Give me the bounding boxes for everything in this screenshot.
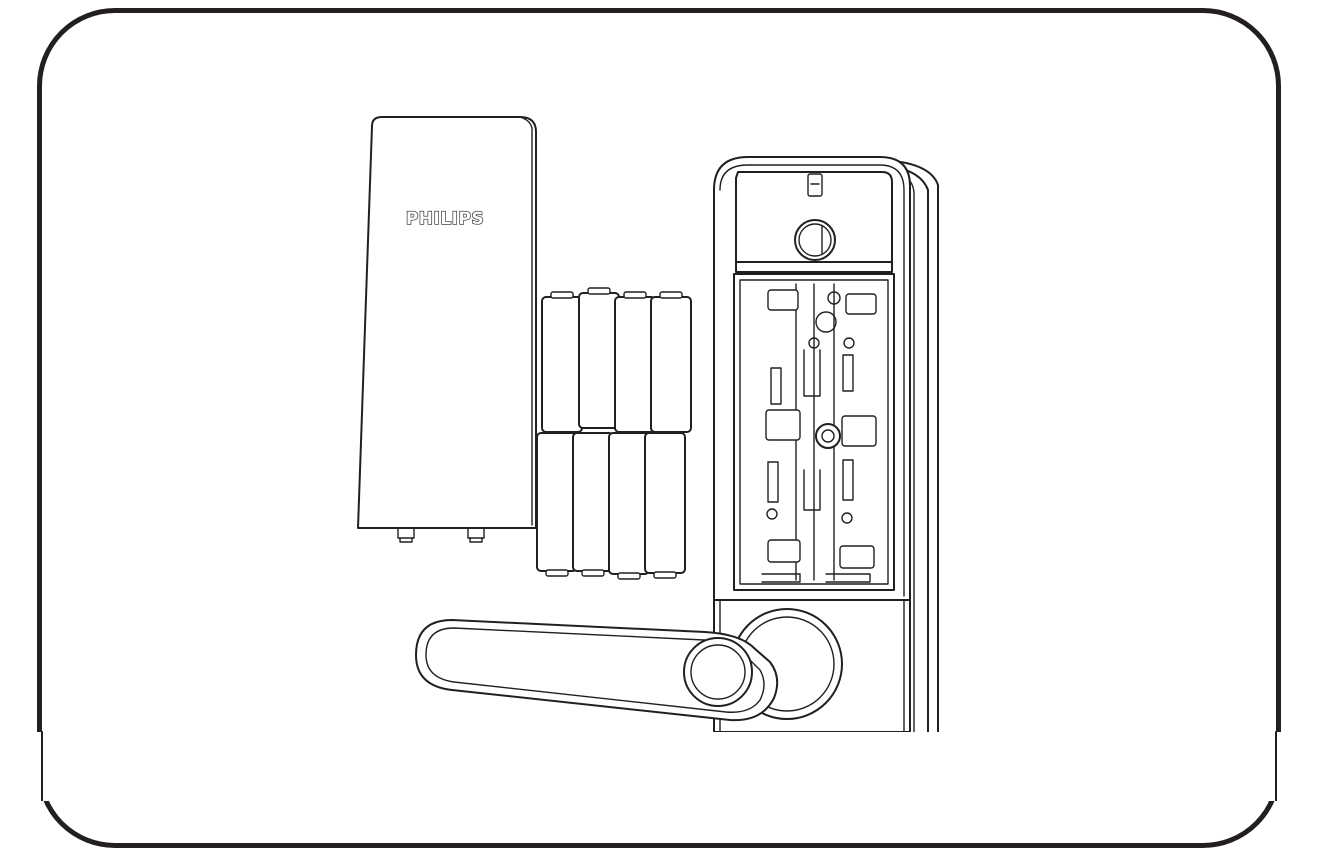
brand-logo: PHILIPS (406, 209, 484, 229)
battery (614, 291, 656, 433)
aa-batteries (536, 287, 692, 580)
battery-cover: PHILIPS (357, 116, 537, 543)
door-lever-handle (415, 619, 779, 722)
battery (536, 432, 578, 577)
battery-replacement-illustration: PHILIPS (0, 116, 1318, 801)
battery (541, 291, 583, 433)
battery-row-bottom (536, 432, 686, 580)
bottom-mask (0, 732, 1318, 801)
battery (578, 287, 620, 429)
door-lock-body (713, 156, 939, 733)
battery (650, 291, 692, 433)
battery (572, 432, 614, 577)
battery (644, 432, 686, 579)
battery-row-top (541, 287, 692, 433)
battery (608, 432, 650, 580)
